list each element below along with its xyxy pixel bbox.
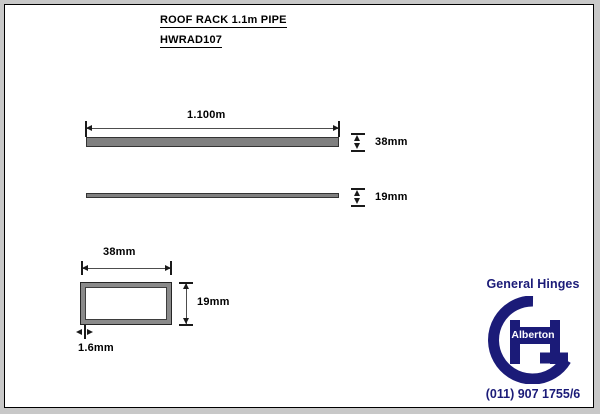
wall-thickness-label: 1.6mm bbox=[78, 342, 114, 354]
thickness19-arrow-down-icon bbox=[354, 198, 360, 204]
logo-phone-number: (011) 907 1755/6 bbox=[485, 387, 581, 401]
thickness19-arrow-up-icon bbox=[354, 190, 360, 196]
length-arrow-right-icon bbox=[333, 125, 339, 131]
wall-thickness-arrow-left-icon bbox=[76, 329, 82, 335]
thickness38-arrow-down-icon bbox=[354, 143, 360, 149]
cross-section-bore bbox=[85, 287, 167, 320]
pipe-top-view-body bbox=[86, 137, 339, 147]
thickness38-tick-bottom bbox=[351, 150, 365, 152]
thickness19-tick-top bbox=[351, 188, 365, 190]
wall-thickness-tick bbox=[84, 325, 86, 339]
length-dimension-label: 1.100m bbox=[187, 109, 226, 121]
section-width-tick-right bbox=[170, 261, 172, 275]
logo-h-crossbar bbox=[510, 327, 560, 344]
thickness38-tick-top bbox=[351, 133, 365, 135]
section-width-label: 38mm bbox=[103, 246, 136, 258]
length-dimension-line bbox=[87, 128, 338, 129]
cross-section-profile bbox=[80, 282, 172, 325]
section-height-dimension-line bbox=[186, 284, 187, 324]
thickness19-tick-bottom bbox=[351, 205, 365, 207]
section-width-arrow-right-icon bbox=[165, 265, 171, 271]
section-height-arrow-down-icon bbox=[183, 318, 189, 324]
logo-company-name: General Hinges bbox=[486, 277, 580, 291]
section-height-label: 19mm bbox=[197, 296, 230, 308]
logo-monogram-icon: Alberton bbox=[488, 295, 578, 385]
drawing-title: ROOF RACK 1.1m PIPE bbox=[160, 14, 287, 28]
title-line-2-wrapper: HWRAD107 bbox=[160, 30, 287, 48]
company-logo: General Hinges Alberton (011) 907 1755/6 bbox=[471, 277, 595, 407]
length-extension-tick-right bbox=[338, 121, 340, 137]
drawing-sheet: ROOF RACK 1.1m PIPE HWRAD107 1.100m 38mm bbox=[4, 4, 594, 408]
section-height-arrow-up-icon bbox=[183, 283, 189, 289]
thickness19-label: 19mm bbox=[375, 191, 408, 203]
section-width-arrow-left-icon bbox=[82, 265, 88, 271]
section-height-tick-bottom bbox=[179, 324, 193, 326]
gh-monogram-svg bbox=[488, 295, 571, 385]
title-line-1-wrapper: ROOF RACK 1.1m PIPE bbox=[160, 10, 287, 28]
section-width-dimension-line bbox=[83, 268, 170, 269]
title-block: ROOF RACK 1.1m PIPE HWRAD107 bbox=[160, 10, 287, 48]
thickness38-arrow-up-icon bbox=[354, 135, 360, 141]
thickness38-label: 38mm bbox=[375, 136, 408, 148]
length-arrow-left-icon bbox=[86, 125, 92, 131]
wall-thickness-arrow-right-icon bbox=[87, 329, 93, 335]
drawing-part-number: HWRAD107 bbox=[160, 34, 223, 48]
logo-g-ring bbox=[488, 295, 571, 385]
pipe-side-view-body bbox=[86, 193, 339, 198]
